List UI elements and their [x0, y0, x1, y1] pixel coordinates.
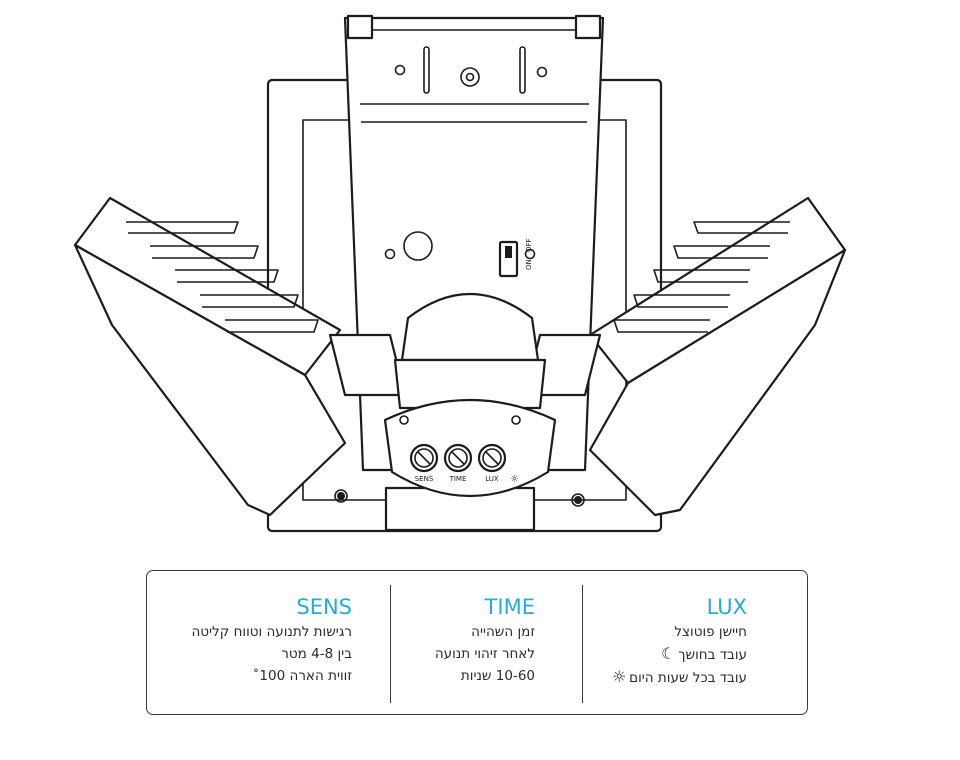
lux-line-3: עובד בכל שעות היום☼: [603, 666, 747, 689]
knob-time[interactable]: [445, 445, 471, 471]
sens-line-3: זווית הארה 100˚: [252, 668, 352, 684]
screw-hole-right: [526, 250, 535, 259]
sun-icon: ☼: [510, 474, 519, 485]
switch-off-label: OFF: [525, 238, 533, 252]
time-line-3: 10-60 שניות: [460, 668, 535, 684]
lamp-head-left: [75, 198, 347, 515]
sun-icon: ☼: [611, 667, 627, 686]
knob-lux-label: LUX: [485, 475, 499, 483]
divider: [390, 585, 391, 703]
power-switch[interactable]: ON OFF: [500, 238, 533, 276]
legend-time: TIME זמן השהייה לאחר זיהוי תנועה 10-60 ש…: [435, 593, 535, 687]
moon-icon: ☾: [661, 644, 676, 663]
lux-title: LUX: [706, 595, 747, 619]
pir-sensor: [385, 294, 555, 530]
sens-line-2: בין 4-8 מטר: [281, 646, 352, 662]
legend-lux: LUX חיישן פוטוצל עובד בחושך☾ עובד בכל שע…: [603, 593, 747, 689]
cable-hole: [404, 232, 432, 260]
time-line-2: לאחר זיהוי תנועה: [434, 646, 535, 662]
knob-sens-label: SENS: [415, 475, 434, 483]
knob-time-label: TIME: [449, 475, 467, 483]
settings-legend-box: LUX חיישן פוטוצל עובד בחושך☾ עובד בכל שע…: [146, 570, 808, 715]
time-title: TIME: [484, 595, 535, 619]
screw-hole: [386, 250, 395, 259]
lux-line-2: עובד בחושך☾: [603, 643, 747, 666]
switch-on-label: ON: [525, 259, 533, 270]
floodlight-sensor-diagram: ON OFF: [0, 0, 960, 560]
time-line-1: זמן השהייה: [471, 624, 535, 640]
knob-lux[interactable]: [479, 445, 505, 471]
divider: [582, 585, 583, 703]
sens-line-1: רגישות לתנועה וטווח קליטה: [191, 624, 352, 640]
sens-title: SENS: [296, 595, 352, 619]
knob-sens[interactable]: [411, 445, 437, 471]
lux-line-1: חיישן פוטוצל: [674, 624, 747, 640]
legend-sens: SENS רגישות לתנועה וטווח קליטה בין 4-8 מ…: [191, 593, 352, 687]
